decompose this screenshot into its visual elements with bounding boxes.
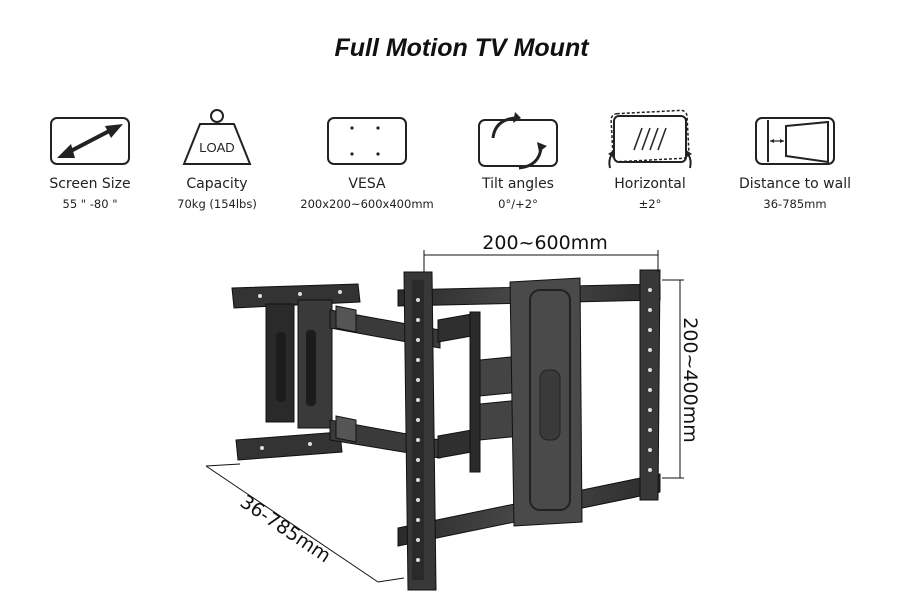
feature-distance: Distance to wall 36-785mm bbox=[720, 108, 870, 211]
depth-dimension: 36-785mm bbox=[205, 463, 405, 583]
vesa-holes-icon bbox=[327, 117, 407, 165]
wall-distance-icon bbox=[755, 117, 835, 165]
feature-label: Capacity bbox=[186, 176, 248, 192]
left-vertical-bracket bbox=[403, 271, 437, 591]
center-tv-plate bbox=[509, 277, 583, 527]
page-title: Full Motion TV Mount bbox=[334, 34, 589, 62]
feature-label: VESA bbox=[348, 176, 386, 192]
feature-label: Distance to wall bbox=[739, 176, 851, 192]
feature-value: ±2° bbox=[638, 197, 662, 211]
feature-tilt: Tilt angles 0°/+2° bbox=[443, 108, 593, 211]
feature-screen-size: Screen Size 55 " -80 " bbox=[15, 108, 165, 211]
height-dimension: 200~400mm bbox=[662, 279, 701, 479]
feature-capacity: LOAD Capacity 70kg (154lbs) bbox=[142, 108, 292, 211]
depth-dimension-label: 36-785mm bbox=[236, 491, 335, 568]
feature-value: 0°/+2° bbox=[498, 197, 538, 211]
feature-horizontal: Horizontal ±2° bbox=[575, 108, 725, 211]
width-dimension-label: 200~600mm bbox=[482, 232, 607, 254]
width-dimension: 200~600mm bbox=[423, 232, 659, 272]
feature-label: Screen Size bbox=[49, 176, 131, 192]
double-arrow-icon bbox=[50, 117, 130, 165]
feature-value: 36-785mm bbox=[763, 197, 827, 211]
right-vertical-bracket bbox=[639, 269, 661, 501]
wall-plate bbox=[231, 283, 361, 461]
load-badge-text: LOAD bbox=[199, 140, 234, 155]
feature-value: 55 " -80 " bbox=[62, 197, 118, 211]
height-dimension-label: 200~400mm bbox=[679, 317, 701, 442]
feature-label: Horizontal bbox=[614, 176, 686, 192]
feature-value: 70kg (154lbs) bbox=[177, 197, 257, 211]
horizontal-adjust-icon bbox=[608, 109, 692, 169]
feature-value: 200x200~600x400mm bbox=[300, 197, 434, 211]
feature-label: Tilt angles bbox=[482, 176, 554, 192]
load-weight-icon: LOAD bbox=[182, 109, 252, 165]
tilt-arrows-icon bbox=[478, 112, 558, 170]
feature-vesa: VESA 200x200~600x400mm bbox=[292, 108, 442, 211]
